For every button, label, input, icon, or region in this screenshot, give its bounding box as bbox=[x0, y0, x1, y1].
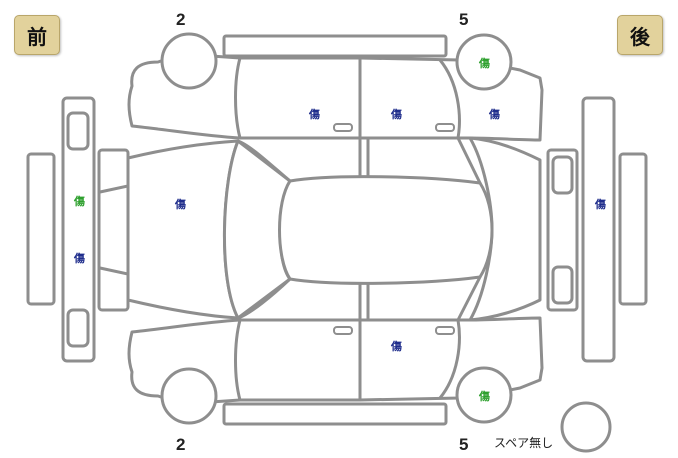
rear-right-wheel-number: 5 bbox=[459, 435, 469, 454]
damage-mark-rear-left-door[interactable]: 傷 bbox=[391, 108, 402, 121]
right-side-window-line bbox=[236, 275, 482, 322]
hood[interactable] bbox=[126, 139, 240, 320]
right-front-door-handle bbox=[333, 326, 353, 335]
rear-light-upper bbox=[551, 155, 574, 195]
left-side-window-line bbox=[236, 136, 482, 185]
front-right-wheel-number: 2 bbox=[176, 435, 186, 454]
front-label-badge: 前 bbox=[14, 15, 60, 55]
rear-right-wheel[interactable] bbox=[455, 366, 513, 424]
damage-mark-rear-left-fender[interactable]: 傷 bbox=[489, 108, 500, 121]
spare-tire-label: スペア無し bbox=[494, 436, 554, 450]
left-front-door-handle bbox=[333, 123, 353, 132]
front-right-wheel[interactable] bbox=[160, 367, 218, 425]
rear-label-badge: 後 bbox=[617, 15, 663, 55]
spare-tire[interactable] bbox=[560, 401, 612, 453]
front-bumper-light-lower bbox=[66, 308, 90, 348]
hood-line-lower bbox=[98, 266, 130, 276]
front-grille[interactable] bbox=[97, 148, 130, 312]
rear-bumper-outer[interactable] bbox=[618, 152, 648, 306]
damage-mark-front-bumper-lower[interactable]: 傷 bbox=[74, 252, 85, 265]
damage-mark-rear-bumper[interactable]: 傷 bbox=[595, 198, 606, 211]
rear-left-wheel[interactable] bbox=[455, 33, 513, 91]
front-bumper-outer[interactable] bbox=[26, 152, 56, 306]
rear-light-lower bbox=[551, 265, 574, 305]
front-left-wheel-number: 2 bbox=[176, 10, 186, 29]
roof[interactable] bbox=[278, 175, 494, 285]
damage-mark-rear-right-door[interactable]: 傷 bbox=[391, 340, 402, 353]
front-bumper[interactable] bbox=[61, 96, 96, 363]
left-rear-door-handle bbox=[435, 123, 455, 132]
right-rear-door[interactable] bbox=[438, 318, 461, 400]
left-front-door[interactable] bbox=[234, 56, 242, 140]
rear-bumper[interactable] bbox=[581, 96, 616, 363]
damage-mark-front-bumper-upper[interactable]: 傷 bbox=[74, 195, 85, 208]
front-bumper-light-upper bbox=[66, 111, 90, 151]
right-side-skirt[interactable] bbox=[222, 402, 448, 426]
right-front-door[interactable] bbox=[234, 318, 242, 402]
damage-mark-front-left-door[interactable]: 傷 bbox=[309, 108, 320, 121]
damage-mark-rear-left-wheel[interactable]: 傷 bbox=[479, 57, 490, 70]
left-side-skirt[interactable] bbox=[222, 34, 448, 58]
rear-left-wheel-number: 5 bbox=[459, 10, 469, 29]
damage-mark-rear-right-wheel[interactable]: 傷 bbox=[479, 390, 490, 403]
damage-mark-hood[interactable]: 傷 bbox=[175, 198, 186, 211]
right-rear-door-handle bbox=[435, 326, 455, 335]
front-left-wheel[interactable] bbox=[160, 32, 218, 90]
hood-line-upper bbox=[98, 184, 130, 194]
left-rear-door[interactable] bbox=[438, 58, 461, 140]
